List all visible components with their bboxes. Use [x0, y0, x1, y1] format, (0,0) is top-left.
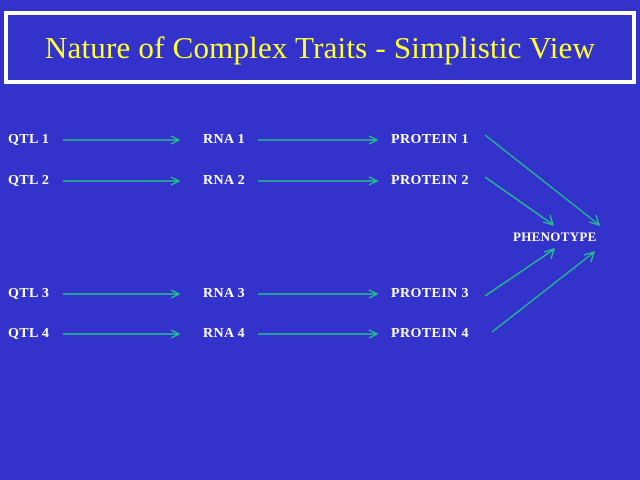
arrow-rna1-protein1	[258, 135, 379, 145]
arrow-qtl3-rna3	[63, 289, 181, 299]
title-frame: Nature of Complex Traits - Simplistic Vi…	[4, 11, 636, 84]
node-qtl-1: QTL 1	[8, 132, 50, 147]
node-phenotype: PHENOTYPE	[513, 229, 597, 244]
page-title: Nature of Complex Traits - Simplistic Vi…	[44, 29, 596, 65]
node-rna-1: RNA 1	[203, 132, 246, 147]
node-qtl-4: QTL 4	[8, 326, 50, 341]
node-qtl-2: QTL 2	[8, 173, 50, 188]
arrow-protein4-phenotype	[491, 250, 596, 333]
node-rna-2: RNA 2	[203, 173, 246, 188]
arrow-rna3-protein3	[258, 289, 379, 299]
arrow-protein1-phenotype	[484, 134, 601, 227]
arrow-rna4-protein4	[258, 329, 379, 339]
node-qtl-3: QTL 3	[8, 286, 50, 301]
arrow-protein2-phenotype	[484, 176, 555, 227]
arrow-rna2-protein2	[258, 176, 379, 186]
arrow-qtl4-rna4	[63, 329, 181, 339]
node-protein-4: PROTEIN 4	[391, 326, 469, 341]
node-protein-1: PROTEIN 1	[391, 132, 469, 147]
node-rna-4: RNA 4	[203, 326, 246, 341]
node-protein-3: PROTEIN 3	[391, 286, 469, 301]
node-rna-3: RNA 3	[203, 286, 246, 301]
arrow-protein3-phenotype	[484, 247, 556, 297]
node-protein-2: PROTEIN 2	[391, 173, 469, 188]
arrow-qtl1-rna1	[63, 135, 181, 145]
arrow-qtl2-rna2	[63, 176, 181, 186]
